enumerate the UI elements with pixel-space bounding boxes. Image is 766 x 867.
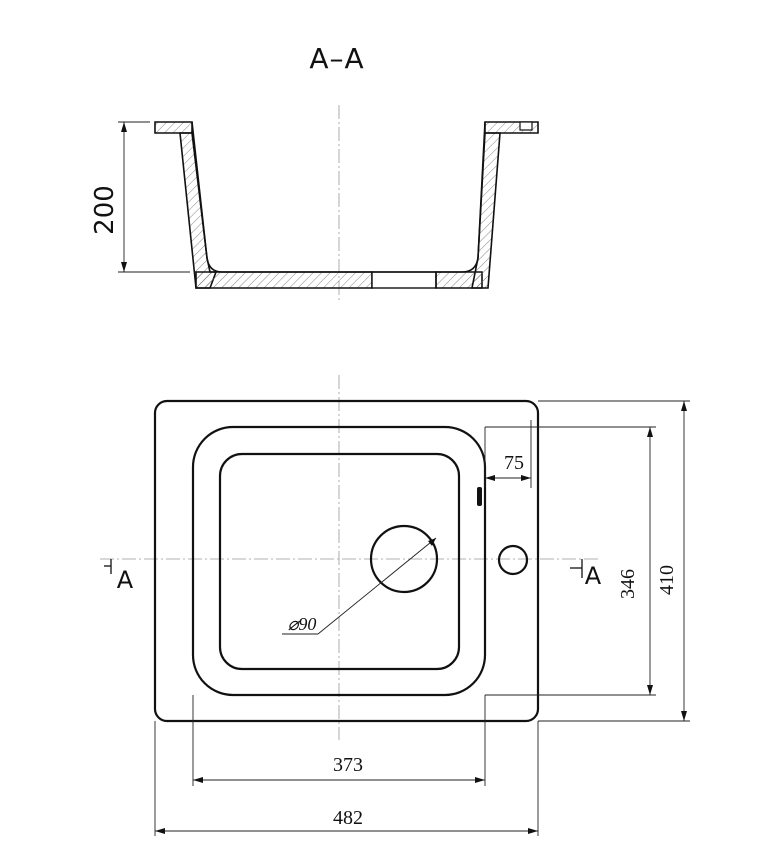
bowl-width-label: 373 — [333, 754, 363, 776]
section-title: A–A — [309, 42, 364, 75]
bowl-outer-edge — [191, 425, 487, 697]
overflow-slot — [477, 487, 482, 506]
section-marker-right: A — [570, 559, 602, 590]
section-marker-left: A — [104, 559, 134, 594]
section-marker-right-label: A — [585, 562, 602, 590]
bowl-length-label: 346 — [617, 569, 639, 599]
total-width-label: 482 — [333, 807, 363, 829]
section-tap-ledge — [519, 121, 533, 131]
drain-diameter-label: ⌀90 — [288, 614, 317, 634]
bowl-inner-edge — [218, 452, 461, 671]
section-drain-opening — [371, 271, 437, 289]
section-marker-left-label: A — [117, 566, 134, 594]
offset-dimension-label: 75 — [504, 452, 524, 474]
section-view: 200 — [90, 105, 539, 300]
section-left-wall — [179, 132, 218, 289]
depth-dimension-label: 200 — [90, 185, 120, 235]
section-left-rim — [154, 121, 193, 134]
plan-view: ⌀90 75 A A 346 410 — [100, 375, 690, 836]
section-bottom-left — [195, 271, 373, 289]
drain-hole — [369, 524, 439, 594]
total-length-label: 410 — [656, 565, 678, 595]
drain-diameter-leader — [317, 537, 437, 635]
sink-outer-rim — [153, 399, 540, 723]
section-inner-cavity — [191, 121, 486, 273]
tap-hole — [497, 544, 529, 576]
